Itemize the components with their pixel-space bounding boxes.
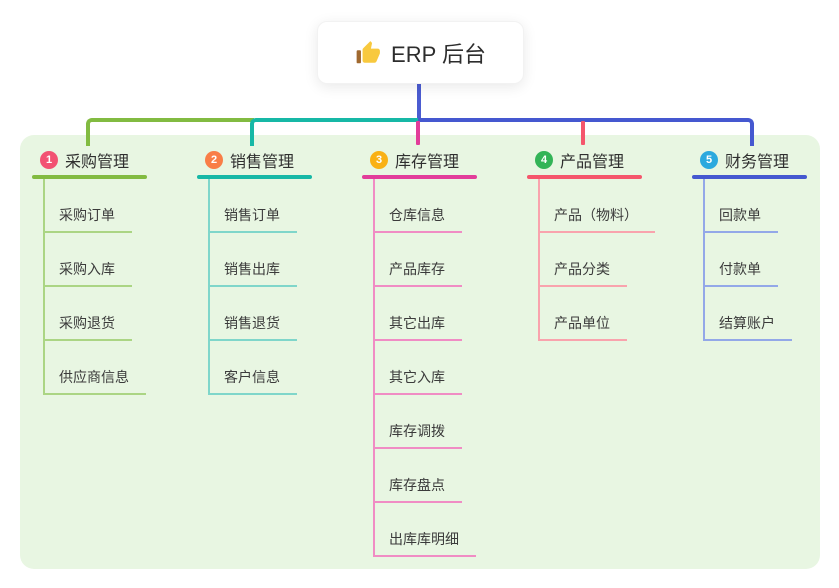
child-node-row: 回款单: [705, 179, 807, 233]
child-node[interactable]: 供应商信息: [45, 367, 146, 395]
branch-number-badge: 1: [40, 150, 58, 169]
connector-root: [417, 82, 421, 119]
branch-header-3[interactable]: 3 库存管理: [362, 146, 477, 173]
branch-title: 销售管理: [230, 153, 295, 171]
child-node-row: 产品单位: [540, 287, 642, 341]
child-node-row: 其它入库: [375, 341, 477, 395]
child-node[interactable]: 库存盘点: [375, 475, 462, 503]
child-node-row: 销售订单: [210, 179, 312, 233]
connector-branch-4: [581, 121, 585, 145]
child-node[interactable]: 销售出库: [210, 259, 297, 287]
child-node-row: 采购入库: [45, 233, 147, 287]
branch-underline: [197, 175, 312, 179]
connector-branch-2: [250, 118, 420, 146]
root-title: ERP 后台: [391, 41, 486, 67]
branch-number-badge: 3: [370, 150, 388, 169]
child-node-row: 付款单: [705, 233, 807, 287]
branch-title: 采购管理: [65, 153, 130, 171]
child-node-row: 采购退货: [45, 287, 147, 341]
branch-header-4[interactable]: 4 产品管理: [527, 146, 642, 173]
child-node[interactable]: 采购入库: [45, 259, 132, 287]
branch-header-5[interactable]: 5 财务管理: [692, 146, 807, 173]
branch-column-4: 4 产品管理产品（物料） 产品分类产品单位: [527, 146, 655, 341]
child-node-row: 其它出库: [375, 287, 477, 341]
branch-underline: [32, 175, 147, 179]
branch-children: 仓库信息产品库存其它出库其它入库库存调拨库存盘点出库库明细: [373, 179, 477, 557]
child-node[interactable]: 产品单位: [540, 313, 627, 341]
child-node[interactable]: 出库库明细: [375, 529, 476, 557]
child-node-row: 库存盘点: [375, 449, 477, 503]
branch-column-1: 1 采购管理采购订单采购入库采购退货供应商信息: [32, 146, 147, 395]
child-node-row: 销售退货: [210, 287, 312, 341]
child-node[interactable]: 其它出库: [375, 313, 462, 341]
child-node[interactable]: 采购订单: [45, 205, 132, 233]
child-node[interactable]: 采购退货: [45, 313, 132, 341]
branch-number-badge: 5: [700, 150, 718, 169]
child-node-row: 采购订单: [45, 179, 147, 233]
child-node-row: 产品库存: [375, 233, 477, 287]
child-node[interactable]: 库存调拨: [375, 421, 462, 449]
child-node[interactable]: 产品库存: [375, 259, 462, 287]
branch-children: 采购订单采购入库采购退货供应商信息: [43, 179, 147, 395]
child-node-row: 产品（物料）: [540, 179, 655, 233]
branch-column-5: 5 财务管理回款单付款单结算账户: [692, 146, 807, 341]
branch-header-1[interactable]: 1 采购管理: [32, 146, 147, 173]
child-node[interactable]: 结算账户: [705, 313, 792, 341]
child-node[interactable]: 产品（物料）: [540, 205, 655, 233]
branch-underline: [362, 175, 477, 179]
child-node-row: 仓库信息: [375, 179, 477, 233]
branch-column-3: 3 库存管理仓库信息产品库存其它出库其它入库库存调拨库存盘点出库库明细: [362, 146, 477, 557]
connector-branch-1: [86, 118, 254, 146]
branch-children: 回款单付款单结算账户: [703, 179, 807, 341]
branch-column-2: 2 销售管理销售订单销售出库销售退货客户信息: [197, 146, 312, 395]
branch-children: 销售订单销售出库销售退货客户信息: [208, 179, 312, 395]
connector-branch-5: [418, 118, 754, 146]
branch-underline: [692, 175, 807, 179]
thumbs-up-icon: [355, 40, 381, 66]
branch-number-badge: 4: [535, 150, 553, 169]
child-node[interactable]: 销售退货: [210, 313, 297, 341]
child-node-row: 出库库明细: [375, 503, 477, 557]
branch-title: 库存管理: [395, 153, 460, 171]
child-node-row: 库存调拨: [375, 395, 477, 449]
child-node[interactable]: 回款单: [705, 205, 778, 233]
child-node-row: 供应商信息: [45, 341, 147, 395]
root-node[interactable]: ERP 后台: [317, 21, 524, 84]
child-node[interactable]: 付款单: [705, 259, 778, 287]
child-node-row: 产品分类: [540, 233, 642, 287]
branch-underline: [527, 175, 642, 179]
child-node[interactable]: 销售订单: [210, 205, 297, 233]
connector-branch-3: [416, 121, 420, 145]
child-node[interactable]: 产品分类: [540, 259, 627, 287]
branches-panel: [20, 135, 820, 569]
branch-children: 产品（物料） 产品分类产品单位: [538, 179, 655, 341]
child-node[interactable]: 其它入库: [375, 367, 462, 395]
child-node-row: 客户信息: [210, 341, 312, 395]
child-node[interactable]: 仓库信息: [375, 205, 462, 233]
child-node-row: 结算账户: [705, 287, 807, 341]
branch-title: 产品管理: [560, 153, 625, 171]
branch-header-2[interactable]: 2 销售管理: [197, 146, 312, 173]
child-node[interactable]: 客户信息: [210, 367, 297, 395]
branch-number-badge: 2: [205, 150, 223, 169]
branch-title: 财务管理: [725, 153, 790, 171]
child-node-row: 销售出库: [210, 233, 312, 287]
